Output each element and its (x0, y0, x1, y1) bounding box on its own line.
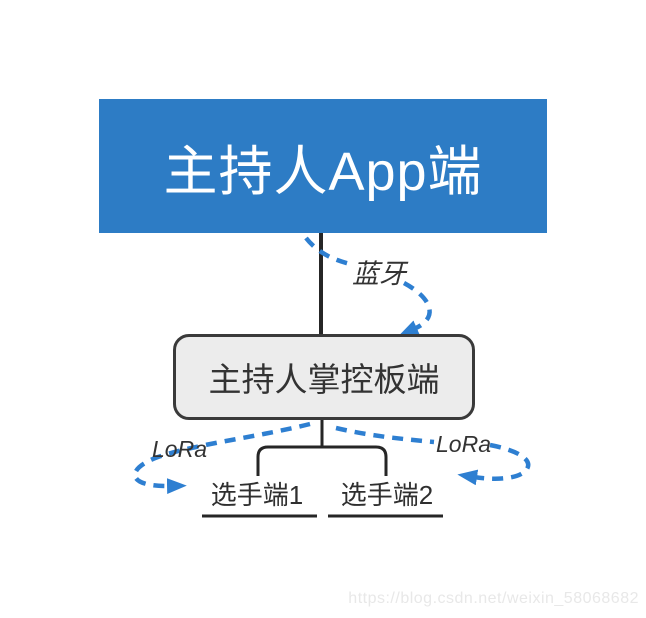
bluetooth-arrow-end (398, 281, 432, 336)
lora-right-arrow-start (335, 425, 435, 445)
host-app-box: 主持人App端 (99, 99, 547, 233)
player-node-2: 选手端2 (340, 480, 434, 510)
controller-box: 主持人掌控板端 (173, 334, 475, 420)
lora-left-arrow (132, 421, 311, 494)
lora-right-arrow-end (457, 442, 531, 486)
bluetooth-arrow-start (304, 236, 355, 268)
bluetooth-link-label: 蓝牙 (352, 259, 406, 289)
lora-left-link-label: LoRa (152, 436, 207, 462)
controller-label: 主持人掌控板端 (208, 361, 440, 398)
watermark-url: https://blog.csdn.net/weixin_58068682 (348, 590, 639, 607)
bracket-connector (256, 445, 388, 476)
lora-right-link-label: LoRa (436, 431, 491, 457)
host-app-label: 主持人App端 (163, 141, 483, 202)
player-node-1: 选手端1 (210, 480, 304, 510)
